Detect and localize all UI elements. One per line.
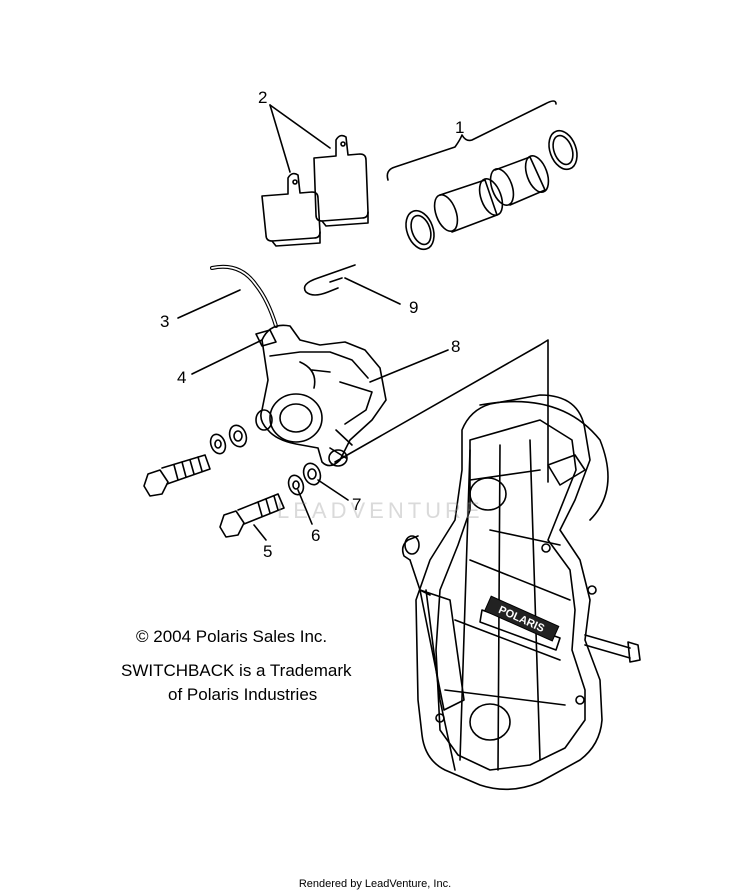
leader-line-3	[177, 289, 241, 319]
callout-9: 9	[409, 298, 418, 317]
brake-hose	[210, 264, 278, 328]
copyright-notice: © 2004 Polaris Sales Inc.	[136, 627, 328, 646]
leader-line-7	[317, 479, 349, 501]
leader-line-6	[297, 489, 313, 525]
callout-8: 8	[451, 337, 460, 356]
chaincase-cover	[401, 394, 641, 791]
leader-line-8	[369, 349, 449, 383]
leader-line-9	[344, 277, 401, 305]
bolt-upper	[143, 454, 211, 497]
leadventure-watermark: LEADVENTURE	[277, 498, 484, 523]
brake-pad-rear	[313, 134, 369, 227]
washers-upper	[209, 424, 248, 455]
leader-line-4	[191, 339, 263, 375]
callout-3: 3	[160, 312, 169, 331]
trademark-notice-line1: SWITCHBACK is a Trademark	[121, 661, 352, 680]
callout-6: 6	[311, 526, 320, 545]
leader-line-2b	[269, 104, 331, 149]
brake-pad-front	[261, 172, 321, 247]
callout-4: 4	[177, 368, 186, 387]
bolt-lower	[219, 493, 285, 538]
leader-line-5	[253, 524, 267, 541]
leader-line-cover	[334, 339, 549, 483]
washers-lower	[287, 462, 322, 496]
polaris-plate: POLARIS	[484, 595, 560, 642]
render-credit-footer: Rendered by LeadVenture, Inc.	[298, 878, 452, 890]
trademark-notice-line2: of Polaris Industries	[168, 685, 318, 704]
callout-bracket-1	[386, 100, 557, 181]
piston-set	[405, 129, 578, 251]
callout-7: 7	[352, 495, 361, 514]
callout-1: 1	[455, 118, 464, 137]
leader-line-2a	[269, 104, 291, 173]
retaining-clip	[303, 264, 356, 296]
callout-5: 5	[263, 542, 272, 561]
callout-2: 2	[258, 88, 267, 107]
brake-caliper	[255, 324, 387, 467]
